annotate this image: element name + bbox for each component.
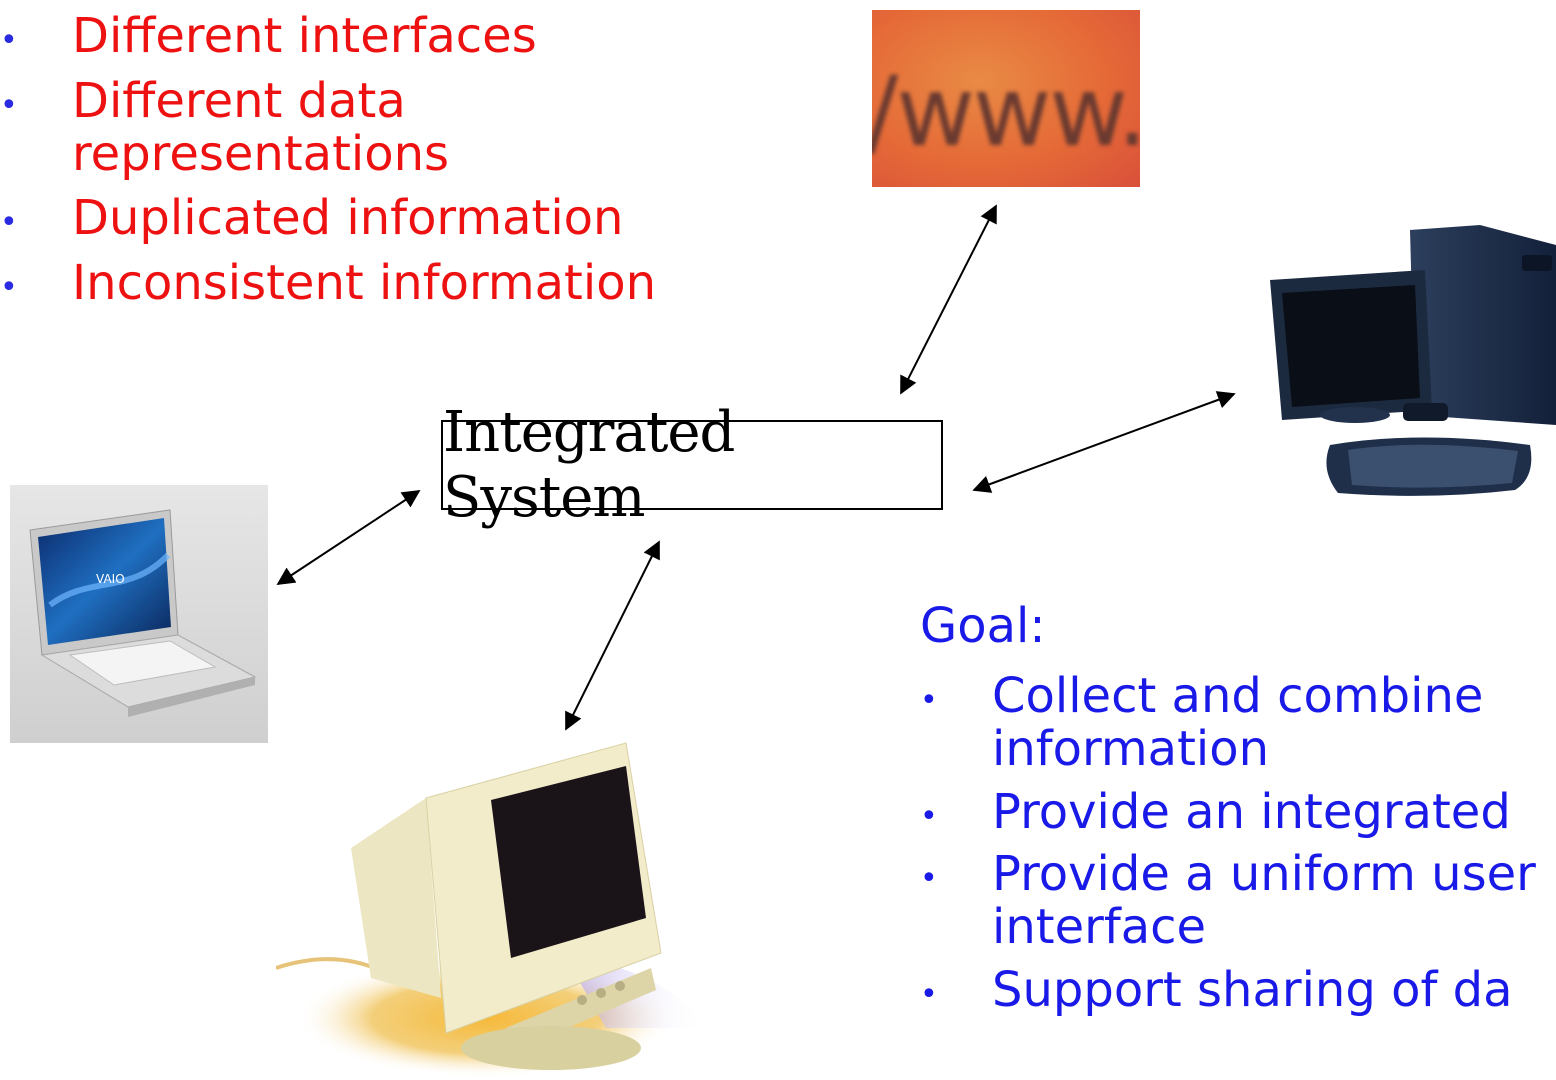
problem-text: Inconsistent information — [72, 255, 656, 312]
laptop-icon: VAIO — [29, 509, 257, 717]
problem-text: Different data representations — [72, 72, 450, 182]
laptop-brand: VAIO — [96, 572, 125, 586]
arrow-to-crt — [565, 540, 660, 731]
arrow-to-www — [900, 204, 997, 395]
www-banner-image: /www. — [872, 10, 1140, 187]
bullet-icon: • — [920, 683, 938, 718]
bullet-icon: • — [920, 798, 938, 834]
goal-text: Provide an integrated — [992, 783, 1511, 840]
desktop-computer-icon — [1270, 225, 1556, 496]
problem-item: • Duplicated information — [0, 192, 760, 245]
problem-item: • Different interfaces — [0, 10, 760, 63]
goal-item: • Provide an integrated — [920, 783, 1556, 840]
goal-list: • Collect and combine information • Prov… — [920, 670, 1556, 1027]
problem-item: • Different data representations — [0, 72, 532, 182]
goal-item: • Collect and combine information — [920, 670, 1552, 776]
goal-item: • Provide a uniform user interface — [920, 848, 1556, 954]
bullet-icon: • — [920, 861, 938, 897]
bullet-icon: • — [0, 270, 18, 306]
laptop-image: VAIO — [10, 485, 268, 743]
bullet-icon: • — [920, 976, 938, 1012]
bullet-icon: • — [0, 205, 18, 241]
bullet-icon: • — [0, 23, 18, 58]
problem-text: Duplicated information — [72, 190, 624, 247]
problem-text: Different interfaces — [72, 8, 537, 64]
arrow-to-desktop — [972, 391, 1236, 493]
goal-text: Support sharing of da — [992, 961, 1513, 1018]
goal-title: Goal: — [920, 598, 1046, 654]
goal-item: • Support sharing of da — [920, 964, 1556, 1017]
goal-text: Provide a uniform user interface — [992, 846, 1536, 956]
bullet-icon: • — [0, 87, 18, 123]
problems-list: • Different interfaces • Different data … — [0, 10, 760, 322]
www-text: /www. — [872, 56, 1140, 168]
crt-monitor-icon — [276, 742, 706, 1078]
arrow-to-laptop — [276, 490, 421, 585]
desktop-computer-image — [1260, 215, 1556, 505]
goal-text: Collect and combine information — [992, 668, 1484, 777]
crt-monitor-image — [276, 728, 776, 1080]
problem-item: • Inconsistent information — [0, 257, 760, 310]
